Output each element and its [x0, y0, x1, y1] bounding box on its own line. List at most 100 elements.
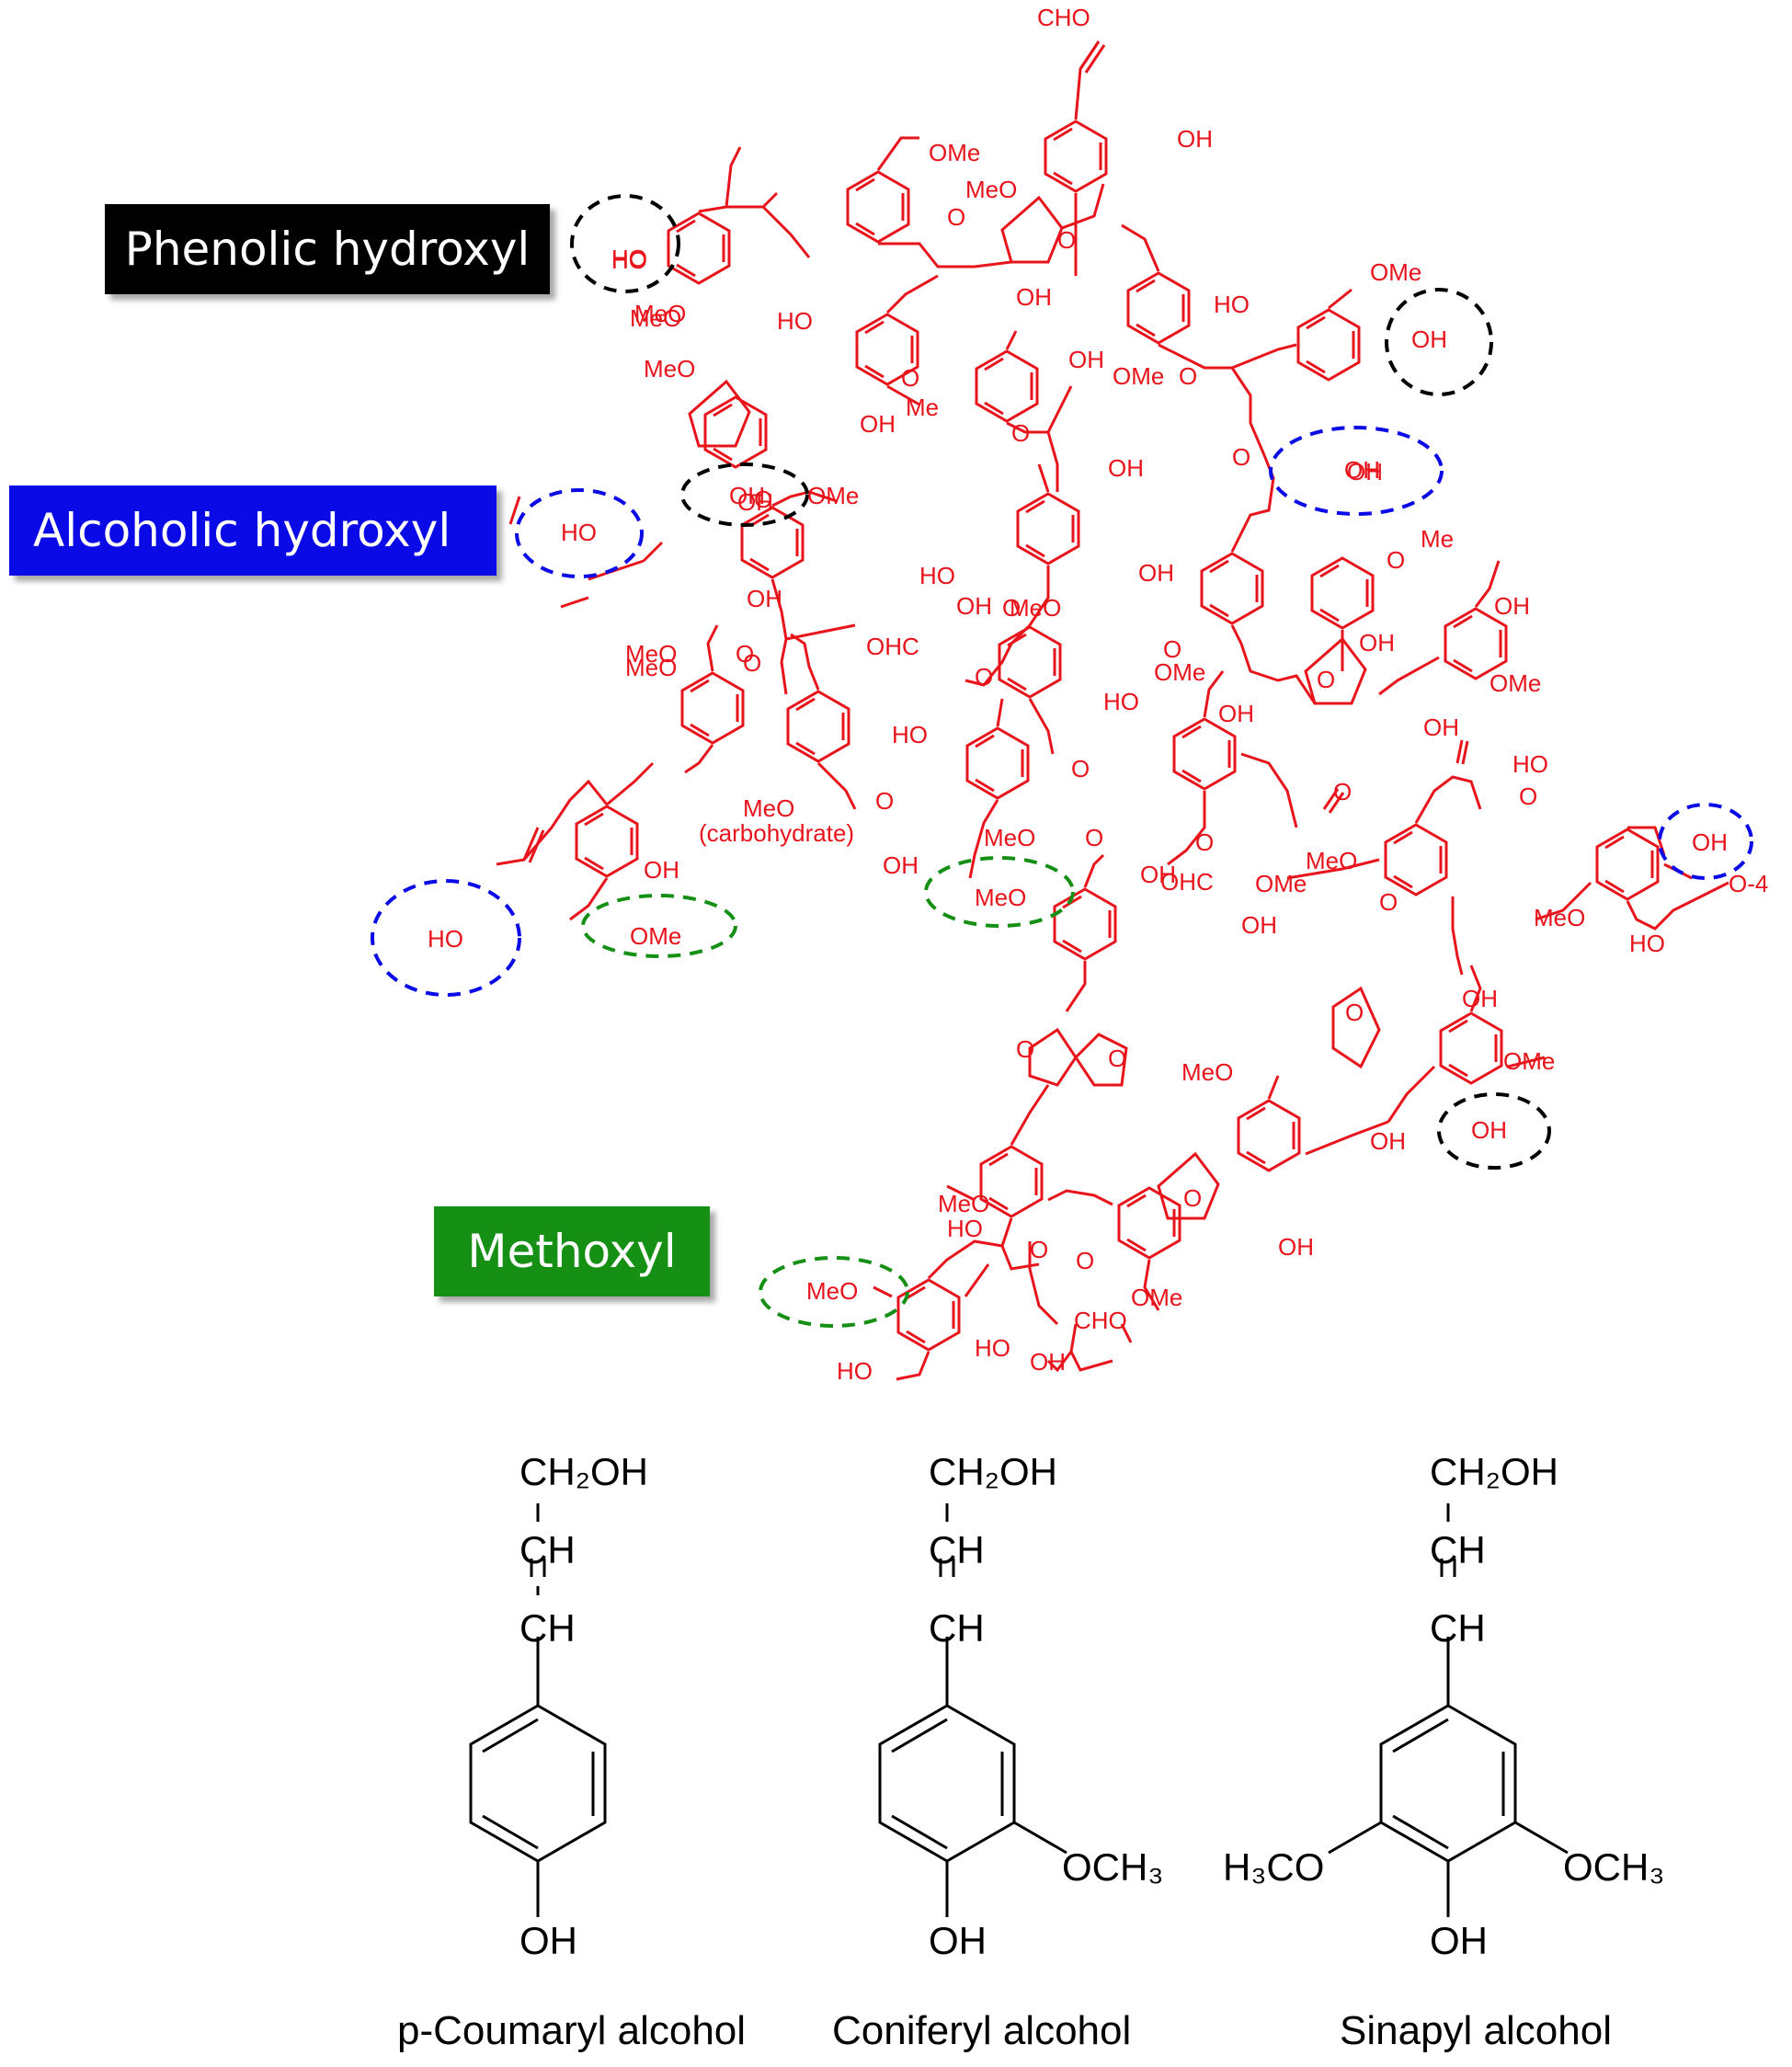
ch2oh-label: CH₂OH — [519, 1450, 648, 1493]
label-ho: HO — [919, 562, 955, 589]
label-oh: OH — [1016, 283, 1052, 311]
label-o: O — [1387, 546, 1405, 574]
aromatic-ring — [1016, 492, 1080, 565]
ch-label: CH — [929, 1528, 985, 1571]
label-ho: HO — [947, 1215, 983, 1242]
label-oh: OH — [1344, 456, 1380, 484]
label-ho: HO — [561, 519, 597, 546]
oh-label: OH — [929, 1919, 987, 1962]
furan-ring — [1028, 1027, 1078, 1087]
phenolic-oh-circle — [1385, 288, 1493, 396]
label-o: O — [1163, 635, 1181, 663]
aromatic-ring — [1310, 556, 1375, 630]
label-o: O — [975, 663, 993, 691]
label-ho: HO — [892, 721, 928, 748]
h3co-label: H₃CO — [1223, 1845, 1324, 1889]
label-oh: OH — [1140, 861, 1176, 888]
label-oh: OH — [1411, 325, 1447, 353]
label-oh: OH — [1471, 1116, 1507, 1144]
label-o: O — [1519, 782, 1537, 810]
pyran-ring — [1331, 986, 1381, 1069]
aromatic-ring — [1595, 828, 1660, 901]
phenolic-oh-circle — [570, 194, 680, 293]
label-meo: MeO — [1010, 594, 1061, 622]
label-oh: OH — [729, 482, 765, 509]
alcoholic-oh-circle — [1269, 426, 1444, 516]
aromatic-ring — [975, 349, 1039, 423]
label-ome: OMe — [1255, 870, 1307, 897]
aromatic-ring — [786, 690, 850, 763]
label-meo: MeO — [644, 355, 695, 383]
label-oh: OH — [1108, 454, 1144, 482]
monomer-labels: CH₂OH CH CH OH CH₂OH CH CH OH OCH₃ CH₂OH… — [519, 1450, 1664, 1962]
label-o: O — [1317, 666, 1335, 693]
label-o: O — [1085, 824, 1103, 851]
methoxyl-circle — [759, 1256, 909, 1328]
carbonyl-bond — [1322, 788, 1345, 814]
aromatic-ring — [979, 1145, 1044, 1218]
label-ohc: OHC — [1160, 868, 1214, 896]
furan-ring — [1000, 195, 1064, 264]
p-coumaryl-caption: p-Coumaryl alcohol — [397, 2008, 747, 2053]
label-oh: OH — [1370, 1127, 1406, 1155]
aromatic-ring — [998, 625, 1062, 699]
ch2oh-label: CH₂OH — [929, 1450, 1057, 1493]
label-meo: MeO — [625, 654, 677, 681]
furan-ring — [1304, 636, 1367, 705]
sinapyl-structure — [1328, 1503, 1569, 1917]
ch-label: CH — [929, 1606, 985, 1650]
label-o: O — [1002, 594, 1021, 622]
label-o: O — [1057, 226, 1076, 254]
label-meo: MeO — [625, 640, 677, 668]
ch-label: CH — [519, 1528, 576, 1571]
label-ho: HO — [837, 1357, 873, 1385]
lignin-labels: CHO OMe MeO OH O HO MeO HO OH O HO OMe O… — [611, 4, 1768, 1385]
label-oh: OH — [860, 410, 896, 438]
label-ho: HO — [1512, 750, 1548, 778]
label-ho: HO — [611, 246, 647, 274]
label-o: O — [754, 485, 772, 513]
label-oh: OH — [883, 851, 919, 879]
label-oh: OH — [1177, 125, 1213, 153]
label-o: O — [947, 203, 965, 231]
aromatic-ring — [740, 506, 805, 579]
label-oh: OH — [1030, 1348, 1066, 1376]
label-meo: MeO — [634, 300, 686, 327]
label-oh: OH — [644, 856, 679, 884]
ch-label: CH — [1430, 1606, 1486, 1650]
oh-label: OH — [1430, 1919, 1488, 1962]
label-oh: OH — [956, 592, 992, 620]
aromatic-ring — [1200, 552, 1264, 625]
label-meo: MeO — [1534, 904, 1585, 931]
label-oh: OH — [1278, 1233, 1314, 1261]
label-oh: OH — [1462, 985, 1498, 1012]
methoxyl-circle — [581, 894, 737, 958]
label-oh: OH — [1423, 714, 1459, 741]
aromatic-ring — [965, 726, 1030, 800]
label-meo: MeO — [965, 176, 1017, 203]
label-ho: HO — [1214, 291, 1250, 318]
p-coumaryl-structure — [469, 1503, 607, 1917]
label-carbohydrate: (carbohydrate) — [699, 819, 854, 847]
och3-label: OCH₃ — [1062, 1845, 1163, 1889]
label-o: O — [1195, 828, 1214, 856]
label-oh: OH — [1494, 592, 1530, 620]
legend-methoxyl-label: Methoxyl — [467, 1225, 677, 1278]
label-meo: MeO — [938, 1190, 989, 1217]
label-meo: MeO — [975, 884, 1026, 911]
legend-alcoholic-hydroxyl: Alcoholic hydroxyl — [9, 485, 497, 576]
label-o: O — [901, 364, 919, 392]
double-bond — [1079, 40, 1106, 74]
label-ho: HO — [777, 307, 813, 335]
label-ome: OMe — [1370, 258, 1421, 286]
phenolic-oh-circle — [1437, 1092, 1551, 1170]
label-oh: OH — [1692, 828, 1728, 856]
label-ho: HO — [1629, 930, 1665, 957]
label-o: O — [1232, 443, 1250, 471]
ch-label: CH — [1430, 1528, 1486, 1571]
aromatic-ring — [1172, 717, 1237, 791]
highlights — [371, 194, 1753, 1328]
furan-ring — [688, 379, 751, 448]
